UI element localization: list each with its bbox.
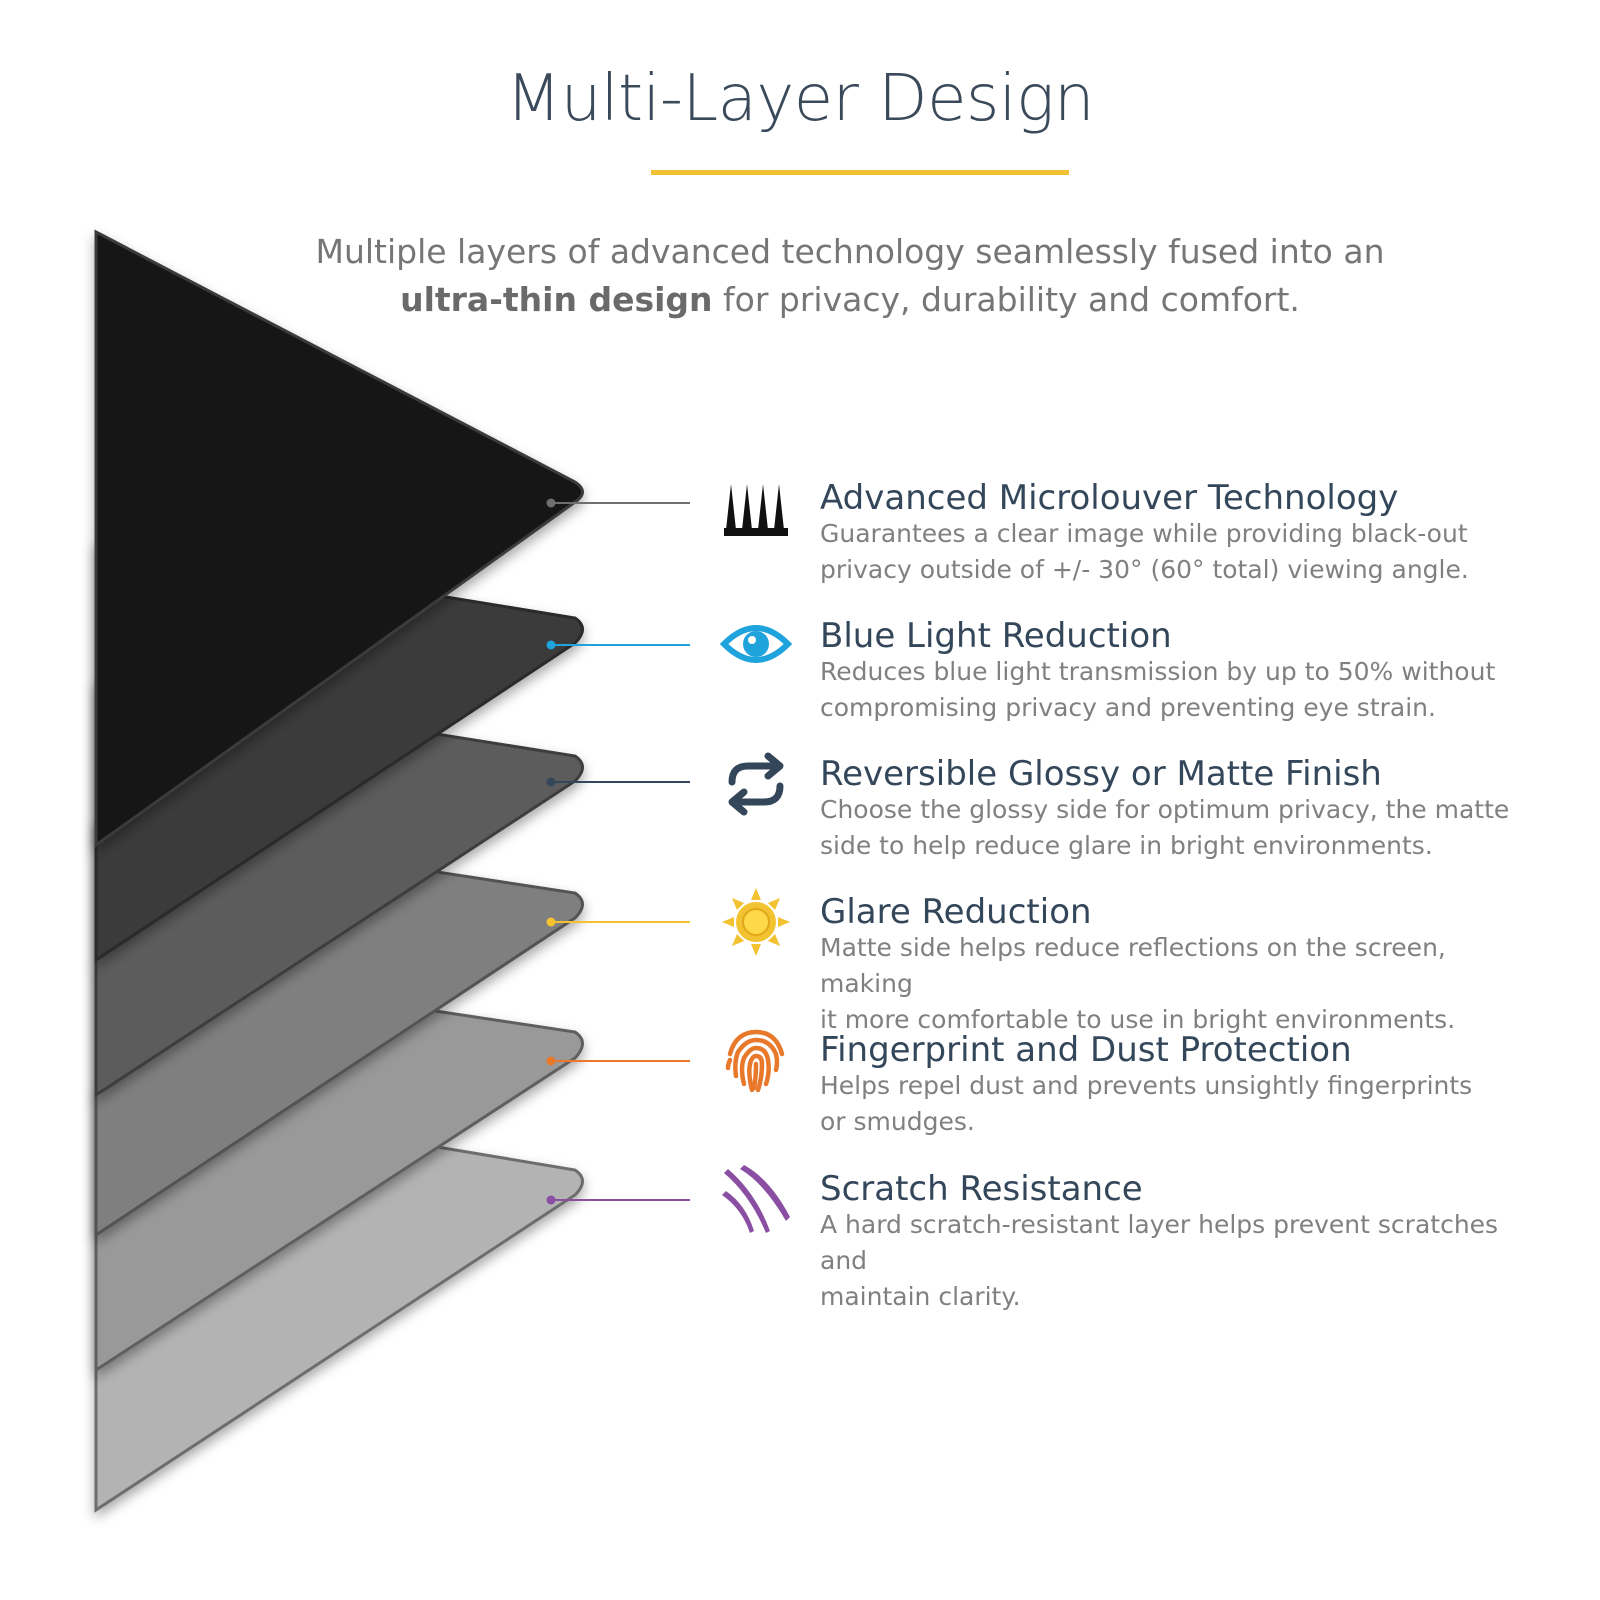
feature-title: Glare Reduction [820, 892, 1092, 932]
intro-line-2-rest: for privacy, durability and comfort. [712, 280, 1300, 319]
feature-title: Scratch Resistance [820, 1169, 1143, 1209]
callout-3 [546, 777, 690, 787]
feature-desc-line: privacy outside of +/- 30° (60° total) v… [820, 555, 1469, 584]
intro-line-1: Multiple layers of advanced technology s… [315, 232, 1385, 271]
intro-line-2: ultra-thin design for privacy, durabilit… [300, 276, 1400, 324]
callout-6 [546, 1195, 690, 1205]
feature-desc-line: compromising privacy and preventing eye … [820, 693, 1436, 722]
intro-bold-phrase: ultra-thin design [400, 280, 713, 319]
feature-title: Blue Light Reduction [820, 616, 1172, 656]
callout-1 [546, 498, 690, 508]
feature-title: Advanced Microlouver Technology [820, 478, 1399, 518]
feature-description: Reduces blue light transmission by up to… [820, 654, 1540, 726]
feature-microlouver: Advanced Microlouver Technology Guarante… [820, 476, 1540, 588]
feature-desc-line: A hard scratch-resistant layer helps pre… [820, 1210, 1499, 1275]
page-title: Multi-Layer Design [505, 62, 1095, 136]
feature-desc-line: it more comfortable to use in bright env… [820, 1005, 1456, 1034]
microlouver-icon [724, 484, 788, 536]
eye-icon [720, 625, 792, 663]
feature-description: Matte side helps reduce reflections on t… [820, 930, 1540, 1038]
feature-description: Helps repel dust and prevents unsightly … [820, 1068, 1540, 1140]
feature-glare: Glare Reduction Matte side helps reduce … [820, 890, 1540, 1038]
feature-blue-light: Blue Light Reduction Reduces blue light … [820, 614, 1540, 726]
scratch-icon [722, 1165, 790, 1233]
sun-icon [722, 888, 790, 956]
intro-text: Multiple layers of advanced technology s… [300, 228, 1400, 324]
feature-desc-line: Reduces blue light transmission by up to… [820, 657, 1496, 686]
callout-2 [546, 640, 690, 650]
feature-title: Reversible Glossy or Matte Finish [820, 754, 1382, 794]
callout-5 [546, 1056, 690, 1066]
feature-description: Guarantees a clear image while providing… [820, 516, 1540, 588]
feature-reversible: Reversible Glossy or Matte Finish Choose… [820, 752, 1540, 864]
reverse-arrows-icon [728, 752, 784, 816]
feature-title: Fingerprint and Dust Protection [820, 1030, 1352, 1070]
feature-desc-line: Matte side helps reduce reflections on t… [820, 933, 1446, 998]
feature-desc-line: or smudges. [820, 1107, 975, 1136]
feature-desc-line: Guarantees a clear image while providing… [820, 519, 1468, 548]
feature-fingerprint: Fingerprint and Dust Protection Helps re… [820, 1028, 1540, 1140]
feature-desc-line: maintain clarity. [820, 1282, 1021, 1311]
feature-desc-line: side to help reduce glare in bright envi… [820, 831, 1433, 860]
feature-description: A hard scratch-resistant layer helps pre… [820, 1207, 1540, 1315]
callout-4 [546, 917, 690, 927]
feature-desc-line: Helps repel dust and prevents unsightly … [820, 1071, 1473, 1100]
feature-scratch: Scratch Resistance A hard scratch-resist… [820, 1167, 1540, 1315]
title-underline [651, 170, 1069, 175]
feature-description: Choose the glossy side for optimum priva… [820, 792, 1540, 864]
fingerprint-icon [725, 1029, 785, 1093]
feature-desc-line: Choose the glossy side for optimum priva… [820, 795, 1510, 824]
layer-1 [94, 229, 584, 848]
